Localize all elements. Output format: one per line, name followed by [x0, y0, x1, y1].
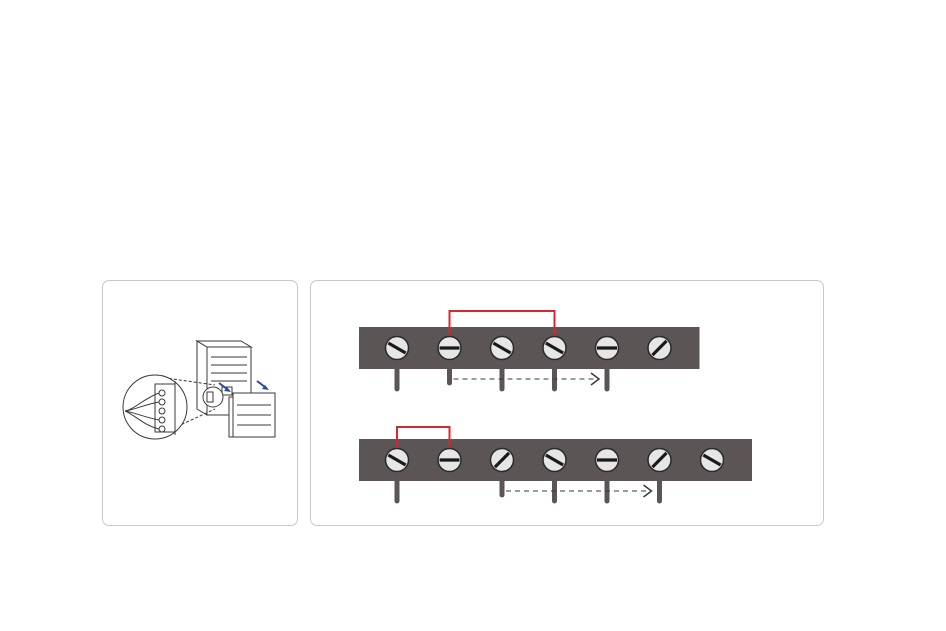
terminal-wiring-panel — [310, 280, 824, 526]
unit-illustration-panel — [102, 280, 298, 526]
outdoor-unit-illustration — [103, 281, 299, 527]
terminal-blocks-diagram — [311, 281, 825, 527]
magnifier-circle-icon — [123, 375, 187, 439]
terminal-cover-icon — [229, 393, 275, 437]
